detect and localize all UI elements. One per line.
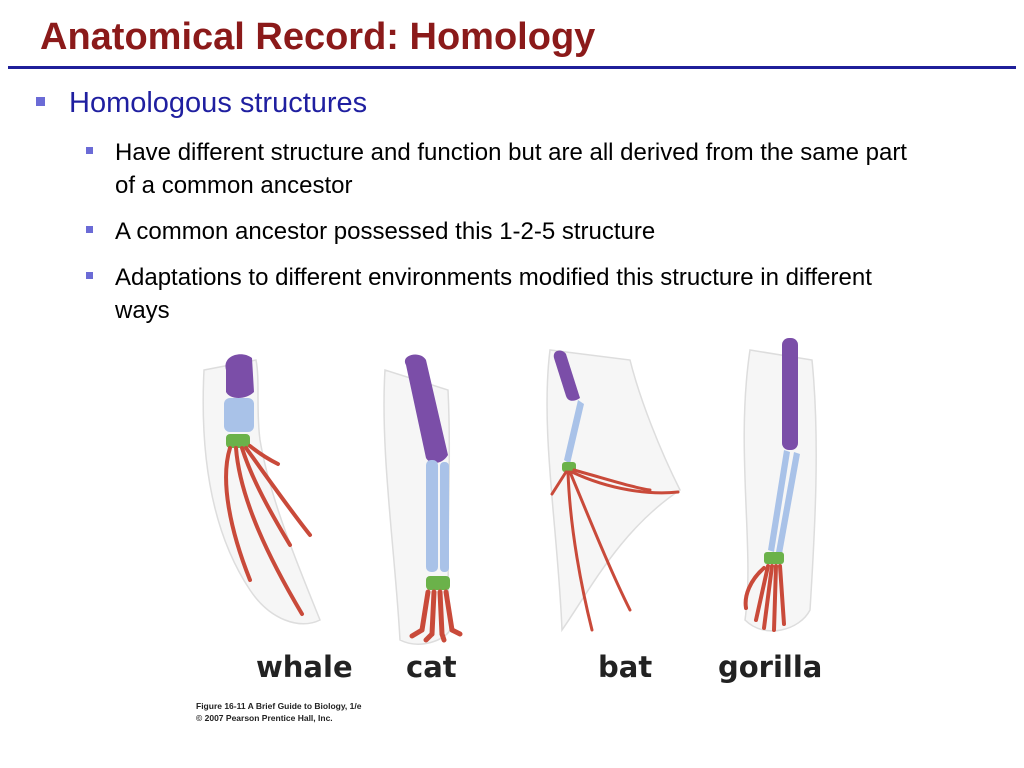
cat-ulna <box>440 462 449 572</box>
sub-bullet-text: A common ancestor possessed this 1-2-5 s… <box>115 218 656 245</box>
bullet-square-icon <box>86 226 93 233</box>
whale-wrist <box>226 434 250 448</box>
sub-bullet-text: Adaptations to different environments mo… <box>115 264 872 324</box>
bat-wing <box>546 349 681 633</box>
caption-line-2: © 2007 Pearson Prentice Hall, Inc. <box>196 713 333 723</box>
forelimb-illustration <box>202 338 817 645</box>
bullet-square-icon <box>36 97 45 106</box>
label-whale: whale <box>256 650 353 684</box>
homology-figure: whale cat bat gorilla Figure 16-11 A Bri… <box>190 330 830 730</box>
whale-humerus <box>225 354 254 398</box>
bat-humerus <box>553 350 580 401</box>
label-cat: cat <box>406 650 457 684</box>
title-underline <box>8 66 1016 69</box>
bullet-text: Homologous structures <box>69 87 368 119</box>
cat-radius <box>426 460 438 572</box>
bat-radius <box>564 400 584 464</box>
cat-humerus <box>404 354 448 463</box>
bullet-square-icon <box>86 147 93 154</box>
cat-digits <box>409 589 463 643</box>
whale-flipper <box>202 354 321 625</box>
bat-digits <box>550 468 680 632</box>
slide-title: Anatomical Record: Homology <box>40 16 596 58</box>
cat-forelimb <box>383 354 463 645</box>
label-bat: bat <box>598 650 653 684</box>
caption-line-1: Figure 16-11 A Brief Guide to Biology, 1… <box>196 701 362 711</box>
label-gorilla: gorilla <box>718 650 823 684</box>
gorilla-humerus <box>782 338 798 450</box>
whale-digits <box>224 444 312 616</box>
figure-caption: Figure 16-11 A Brief Guide to Biology, 1… <box>196 700 361 724</box>
cat-wrist <box>426 576 450 590</box>
bat-wrist <box>562 462 576 472</box>
gorilla-ulna <box>776 452 800 554</box>
sub-bullet-text: Have different structure and function bu… <box>115 139 907 199</box>
bat-wing-membrane <box>546 349 681 633</box>
whale-radius-ulna <box>224 398 254 432</box>
gorilla-digits <box>743 564 786 632</box>
gorilla-forelimb <box>743 338 817 632</box>
gorilla-wrist <box>764 552 784 564</box>
gorilla-radius <box>768 450 790 552</box>
bullet-square-icon <box>86 272 93 279</box>
